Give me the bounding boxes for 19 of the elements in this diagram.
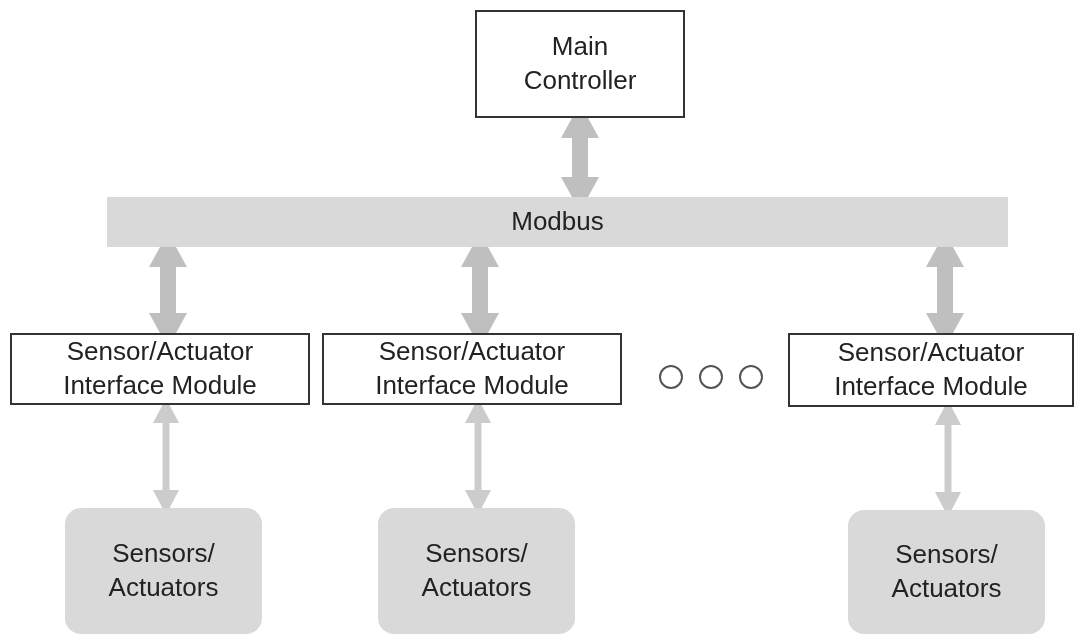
node-label: Sensors/ Actuators — [420, 537, 533, 604]
module-box — [788, 333, 1074, 407]
device-box — [378, 508, 575, 634]
device-box — [848, 510, 1045, 634]
bus-bar — [107, 197, 1008, 247]
module-box — [322, 333, 622, 405]
ellipsis-circle — [659, 365, 683, 389]
controller-box — [475, 10, 685, 118]
node-label: Sensor/Actuator Interface Module — [374, 335, 570, 402]
module-box — [10, 333, 310, 405]
node-label: Sensors/ Actuators — [107, 537, 220, 604]
node-label: Modbus — [511, 205, 604, 239]
node-label: Main Controller — [522, 30, 638, 97]
device-box — [65, 508, 262, 634]
node-label: Sensor/Actuator Interface Module — [62, 335, 258, 402]
ellipsis-circle — [699, 365, 723, 389]
node-label: Sensor/Actuator Interface Module — [833, 336, 1029, 403]
node-label: Sensors/ Actuators — [890, 538, 1003, 605]
ellipsis-circle — [739, 365, 763, 389]
